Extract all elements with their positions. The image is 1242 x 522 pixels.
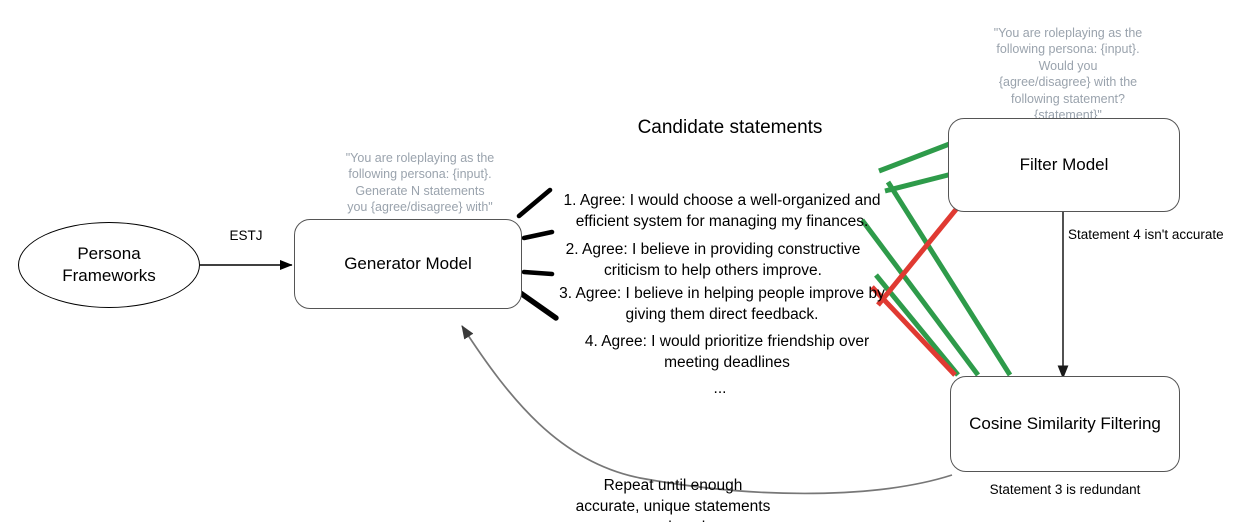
- tick-statement-4: [516, 289, 559, 321]
- candidate-statement-3: 3. Agree: I believe in helping people im…: [552, 263, 892, 326]
- prompt-generator: "You are roleplaying as the following pe…: [322, 133, 518, 216]
- edge-statement-2-to-filter: [884, 171, 953, 194]
- candidate-statement-4-text: 4. Agree: I would prioritize friendship …: [584, 332, 870, 371]
- tick-statement-3: [521, 269, 555, 277]
- candidate-statements-heading-text: Candidate statements: [637, 117, 823, 138]
- candidate-statements-heading: Candidate statements: [565, 117, 895, 139]
- node-generator-model[interactable]: Generator Model: [294, 219, 522, 309]
- candidate-statement-2: 2. Agree: I believe in providing constru…: [552, 219, 874, 282]
- candidate-statement-1: 1. Agree: I would choose a well-organize…: [552, 170, 892, 233]
- note-statement-3-redundant-text: Statement 3 is redundant: [989, 482, 1141, 497]
- node-persona-frameworks-label: Persona Frameworks: [62, 244, 156, 285]
- edge-label-estj-text: ESTJ: [229, 228, 263, 243]
- note-statement-3-redundant: Statement 3 is redundant: [965, 481, 1165, 499]
- candidate-statement-3-text: 3. Agree: I believe in helping people im…: [559, 284, 885, 323]
- candidate-statement-4: 4. Agree: I would prioritize friendship …: [562, 311, 892, 374]
- prompt-generator-text: "You are roleplaying as the following pe…: [345, 150, 495, 215]
- edge-statement-1-to-filter: [878, 140, 953, 174]
- edge-label-statement-4-inaccurate: Statement 4 isn't accurate: [1068, 226, 1242, 244]
- prompt-filter-text: "You are roleplaying as the following pe…: [993, 25, 1143, 123]
- candidate-statement-1-text: 1. Agree: I would choose a well-organize…: [563, 191, 881, 230]
- label-feedback-loop-text: Repeat until enough accurate, unique sta…: [575, 476, 771, 522]
- label-feedback-loop: Repeat until enough accurate, unique sta…: [562, 455, 784, 522]
- candidate-statement-2-text: 2. Agree: I believe in providing constru…: [565, 240, 861, 279]
- edge-label-statement-4-inaccurate-text: Statement 4 isn't accurate: [1068, 227, 1224, 242]
- node-generator-model-label: Generator Model: [344, 254, 472, 273]
- node-cosine-similarity-filtering-label: Cosine Similarity Filtering: [969, 414, 1161, 433]
- node-filter-model[interactable]: Filter Model: [948, 118, 1180, 212]
- candidate-statements-ellipsis: ...: [640, 358, 800, 400]
- node-persona-frameworks[interactable]: Persona Frameworks: [18, 222, 200, 308]
- prompt-filter: "You are roleplaying as the following pe…: [968, 8, 1168, 124]
- node-cosine-similarity-filtering[interactable]: Cosine Similarity Filtering: [950, 376, 1180, 472]
- candidate-statements-ellipsis-text: ...: [713, 379, 727, 397]
- tick-statement-2: [521, 229, 555, 241]
- edge-label-estj: ESTJ: [200, 227, 292, 245]
- tick-statement-1: [516, 187, 553, 219]
- node-filter-model-label: Filter Model: [1019, 155, 1109, 174]
